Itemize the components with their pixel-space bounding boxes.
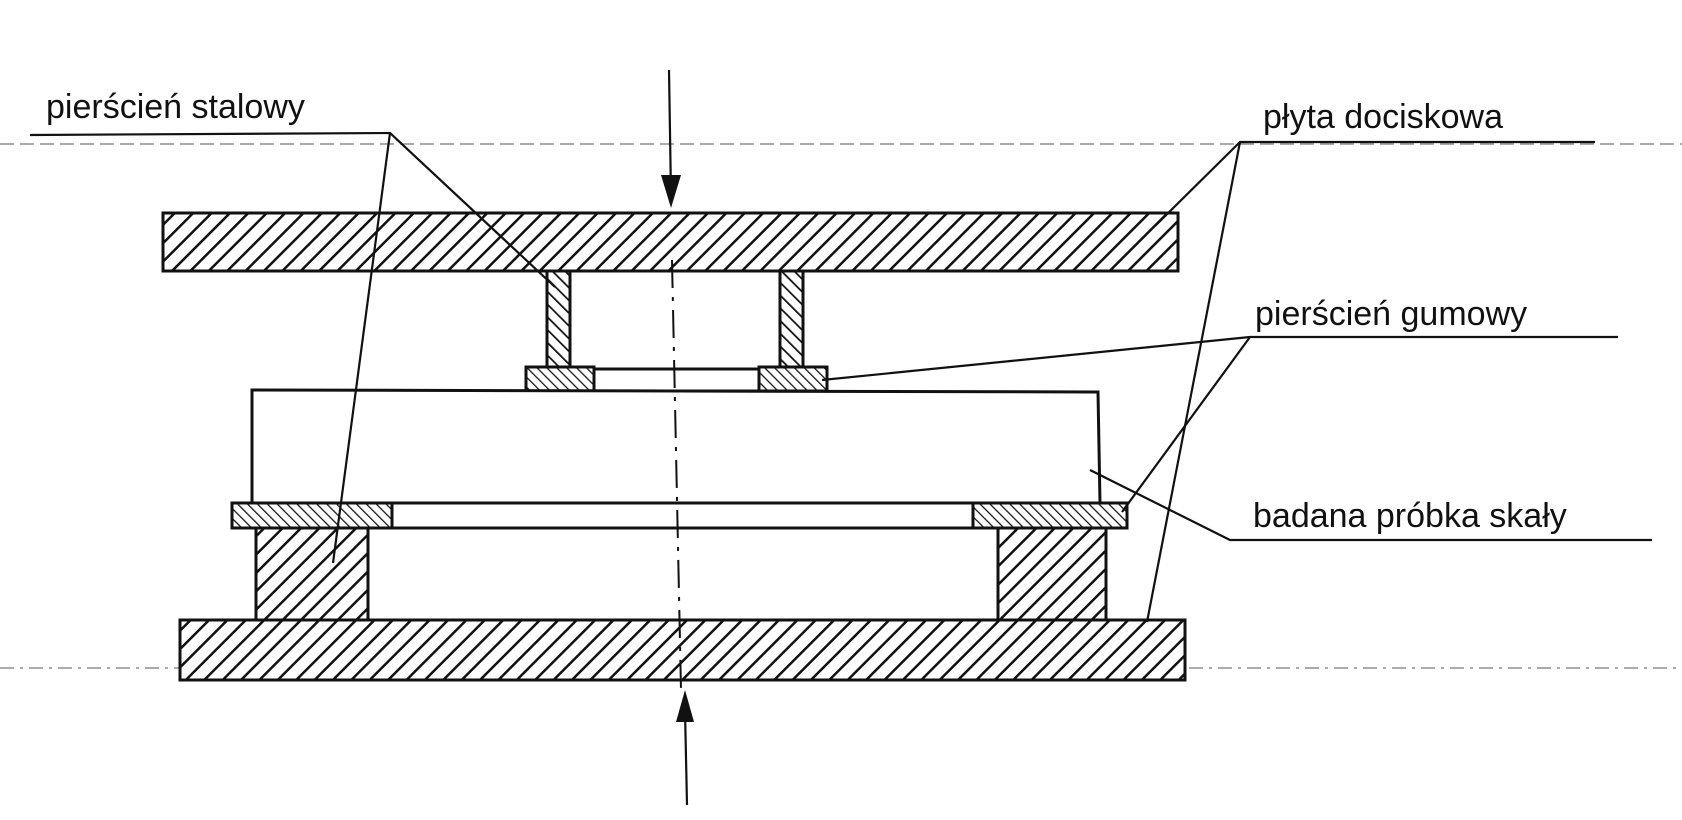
bottom-load-arrow-shaft [683,709,689,806]
upper-rubber-ring-left [524,365,596,393]
lower-steel-ring-left-post [254,526,370,622]
upper-rubber-ring-right [757,365,829,393]
pressure-plate-leader-lower [1145,141,1242,623]
label-rubber-ring: pierścień gumowy [1255,295,1527,333]
lower-rubber-ring-left-hatch [230,501,394,530]
center-axis-line [671,259,682,691]
label-pressure-plate: płyta dociskowa [1263,98,1503,136]
upper-rubber-ring-gap [592,367,761,393]
steel-ring-leader-lower [331,132,392,564]
rock-sample-leader [1089,469,1652,542]
rubber-ring-leader-lower [1121,336,1251,513]
top-load-arrow-shaft [667,69,673,196]
top-load-arrow-head [661,175,681,208]
label-steel-ring: pierścień stalowy [46,88,305,126]
lower-steel-ring-right-post [996,526,1108,622]
rubber-ring-leader [821,335,1618,382]
label-rock-sample: badana próbka skały [1253,497,1567,535]
pressure-plate-leader [1154,140,1595,227]
upper-pressure-plate [161,211,1180,273]
upper-steel-ring-right-post [778,269,805,369]
bottom-load-arrow-head [676,690,694,722]
lower-rubber-ring-right-hatch [971,501,1129,530]
upper-steel-ring-left-post [545,269,572,369]
lower-pressure-plate [178,618,1187,682]
